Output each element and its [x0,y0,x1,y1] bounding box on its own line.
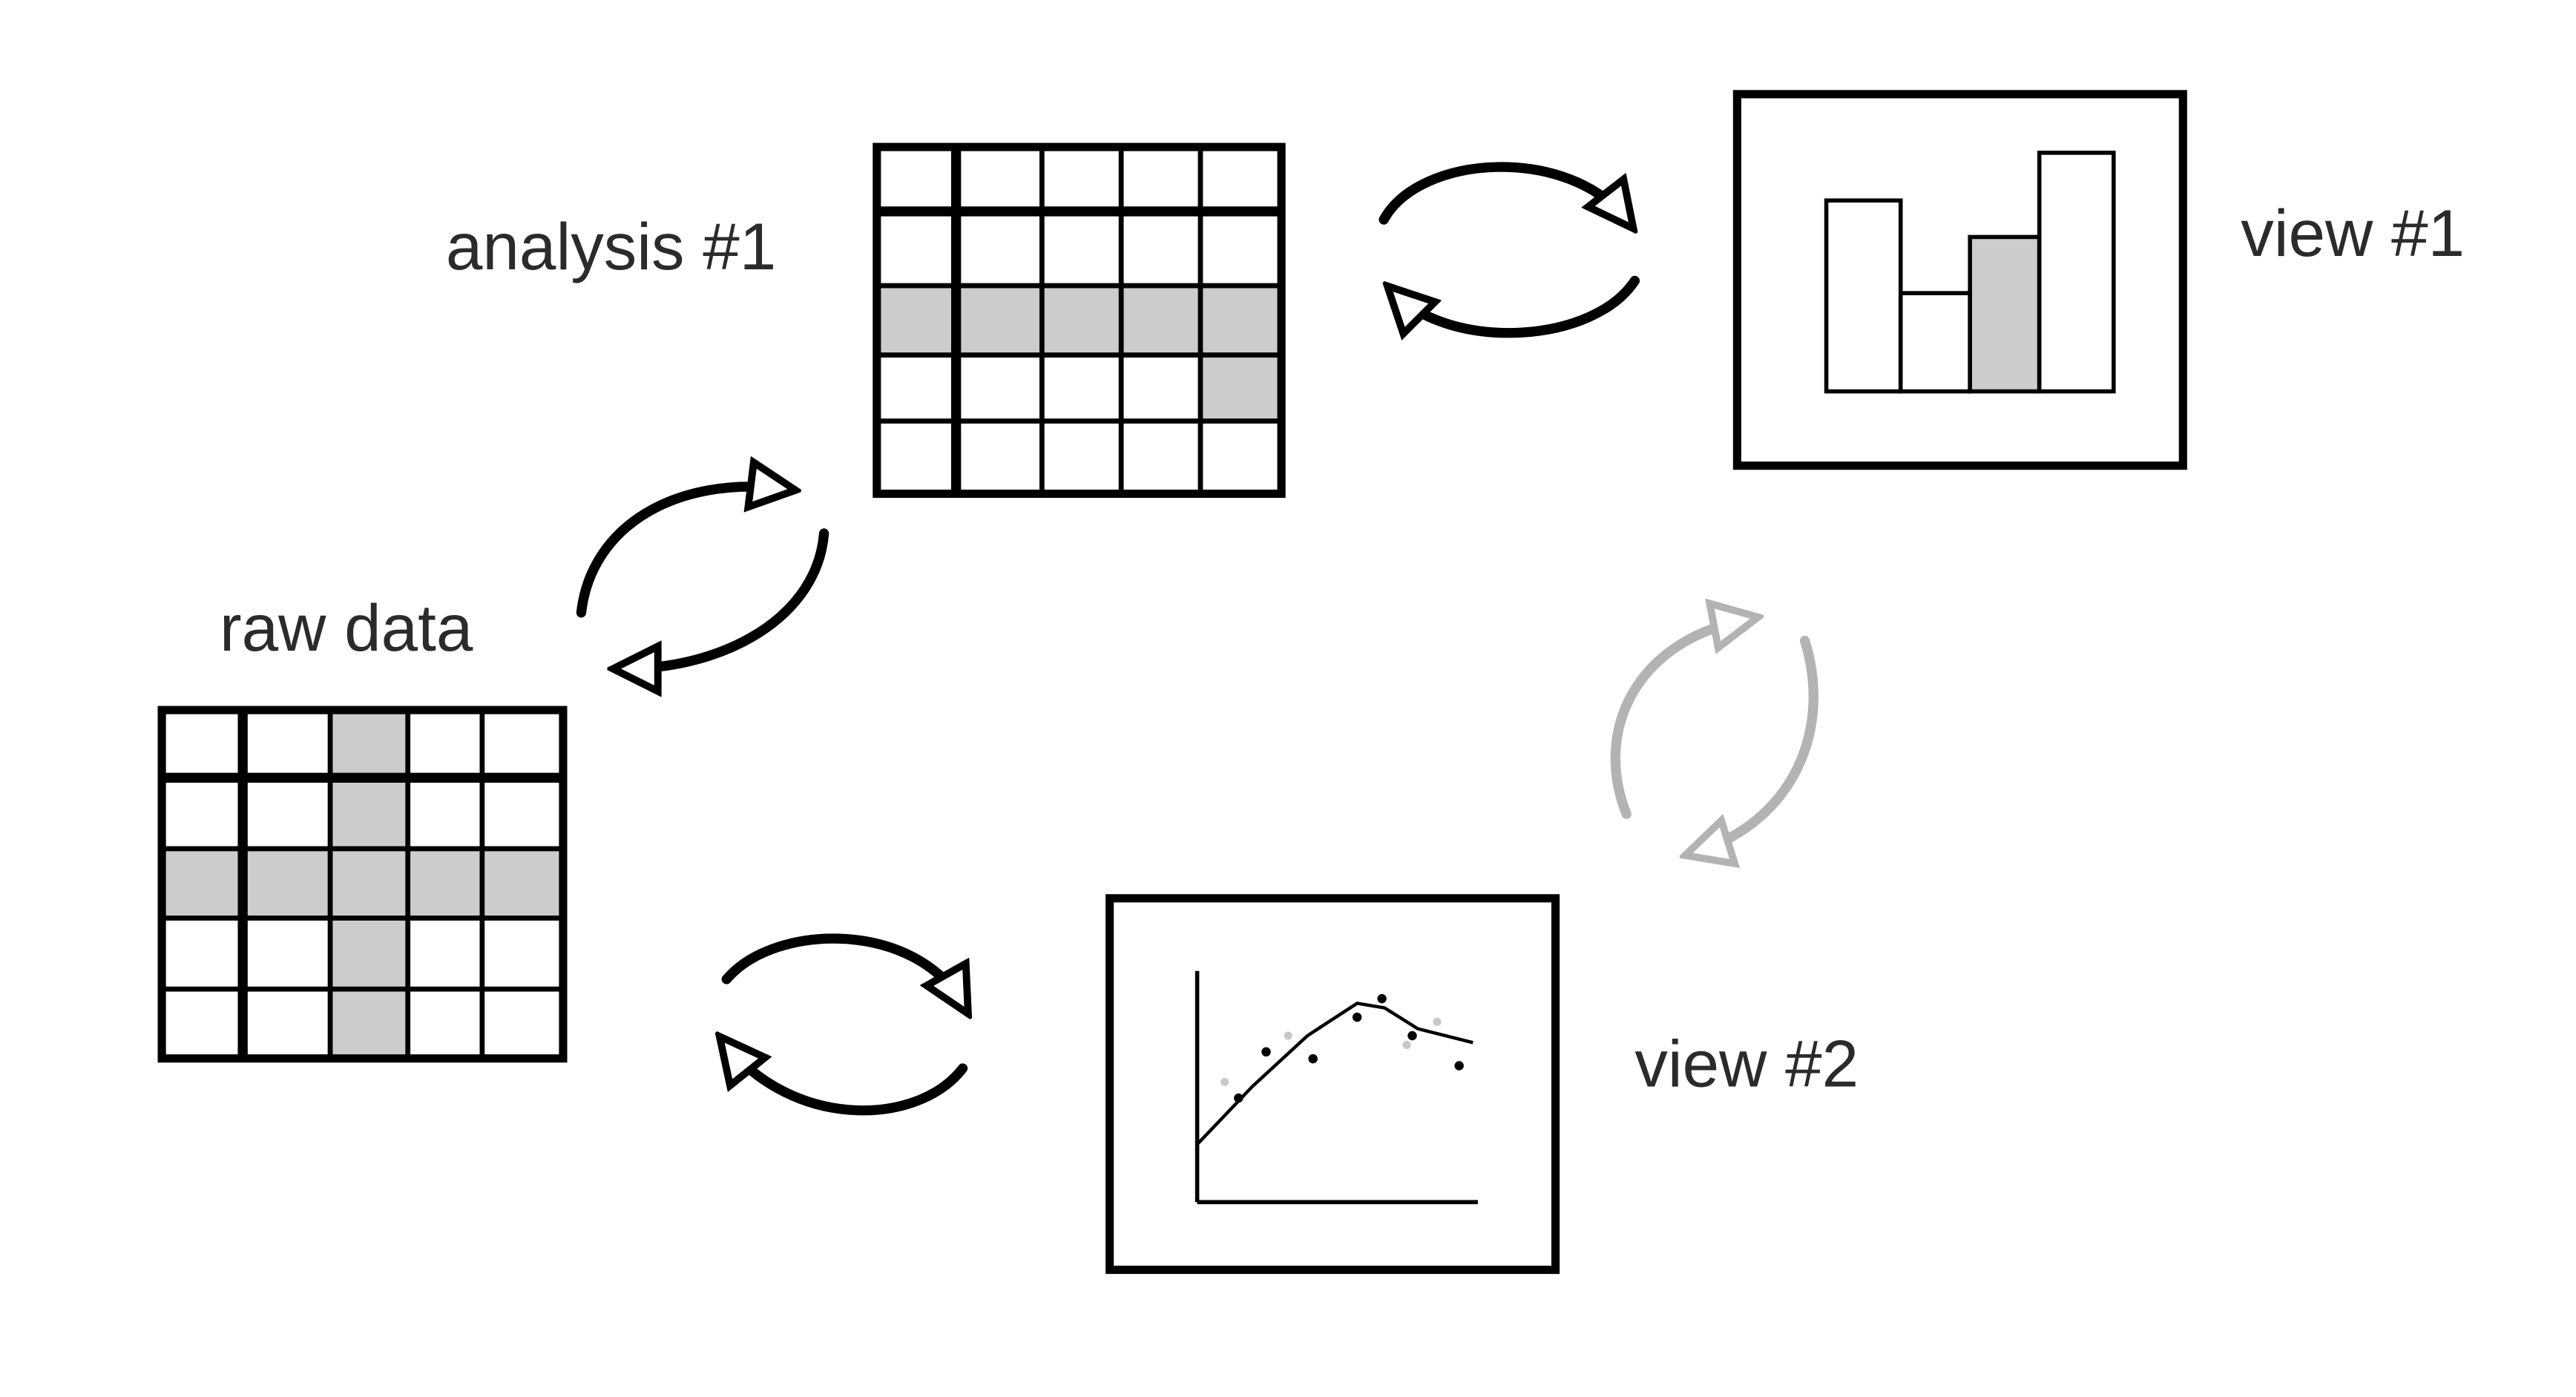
raw-table-cell [405,707,485,780]
analysis-table-cell [953,144,1045,214]
raw-data-label: raw data [220,591,473,665]
view2-point [1407,1031,1417,1041]
raw-table-cell [240,986,333,1062]
raw-table-cell [240,846,333,921]
view1-bar-chart [1824,151,2116,394]
raw-table-cell [479,846,566,921]
raw-table-cell [327,846,411,921]
raw-table-cell [327,986,411,1062]
arrow-forward [1610,619,1747,819]
cycle-arrow-view2-view1 [1610,619,1818,852]
arrow-forward [576,487,784,618]
raw-table-cell [405,986,485,1062]
arrow-forward [1379,162,1626,220]
view2-point [1352,1012,1362,1022]
cycle-arrow-analysis-view1 [1379,162,1640,333]
view2-label: view #2 [1634,1027,1859,1101]
analysis-label: analysis #1 [446,209,776,283]
view2-point [1377,993,1387,1004]
raw-table-cell [240,707,333,780]
raw-table-cell [159,846,246,921]
analysis-table-cell [874,418,959,496]
analysis-table-cell [1197,208,1284,289]
view2-panel [1105,894,1560,1275]
analysis-table-cell [953,352,1045,424]
analysis-table-cell [1039,144,1124,214]
analysis-table-cell [1039,352,1124,424]
raw-table-cell [327,775,411,852]
view2-point-faint [1402,1040,1411,1050]
analysis-table-cell [1197,283,1284,358]
view1-label: view #1 [2241,196,2465,270]
view1-panel [1732,90,2187,470]
analysis-table-cell [953,283,1045,358]
analysis-table-cell [953,418,1045,496]
raw-table-cell [159,986,246,1062]
analysis-table-cell [874,144,959,214]
view2-trend-line [1195,1002,1473,1145]
raw-table-cell [479,916,566,992]
analysis-table-cell [874,283,959,358]
view2-point-faint [1220,1077,1229,1086]
raw-table-cell [240,916,333,992]
raw-table-cell [479,707,566,780]
analysis-table-cell [1118,418,1203,496]
arrow-backward [726,1045,968,1116]
raw-table-border [157,706,568,1063]
raw-table-cell [327,707,411,780]
raw-table-cell [479,775,566,852]
view1-bar [2037,151,2116,394]
analysis-table-cell [1118,208,1203,289]
analysis-table-cell [1118,144,1203,214]
view1-bar [1824,198,1903,394]
arrow-backward [1396,275,1640,332]
raw-table-cell [159,707,246,780]
view1-bar [1898,291,1972,394]
analysis-table-cell [1118,352,1203,424]
view2-point [1261,1047,1271,1057]
raw-table-cell [479,986,566,1062]
cycle-arrow-raw-view2 [721,933,968,1116]
arrow-backward [1696,635,1818,852]
raw-table-cell [405,775,485,852]
raw-table-cell [159,775,246,852]
view2-frame [1105,894,1560,1275]
raw-table-cell [240,775,333,852]
view1-frame [1732,90,2187,470]
view2-point-faint [1433,1017,1442,1026]
analysis-table-cell [1197,144,1284,214]
view2-point [1454,1061,1464,1071]
analysis-table-cell [1039,208,1124,289]
analysis-table [873,142,1286,499]
raw-table-cell [159,916,246,992]
analysis-table-cell [1197,418,1284,496]
raw-table-cell [405,846,485,921]
view2-point [1308,1053,1318,1064]
cycle-arrow-raw-analysis [576,487,829,669]
analysis-table-cell [874,352,959,424]
analysis-table-border [873,142,1286,499]
raw-table-cell [327,916,411,992]
analysis-table-cell [1039,418,1124,496]
analysis-table-cell [1118,283,1203,358]
analysis-table-cell [1197,352,1284,424]
raw-table-cell [405,916,485,992]
analysis-table-cell [874,208,959,289]
raw-data-table [157,706,568,1063]
view2-point-faint [1284,1031,1292,1040]
view2-line-plot [1195,970,1478,1205]
arrow-backward [624,528,829,669]
arrow-forward [721,933,962,1004]
analysis-table-cell [953,208,1045,289]
view1-bar [1968,234,2042,394]
view2-point [1234,1093,1243,1103]
analysis-table-cell [1039,283,1124,358]
